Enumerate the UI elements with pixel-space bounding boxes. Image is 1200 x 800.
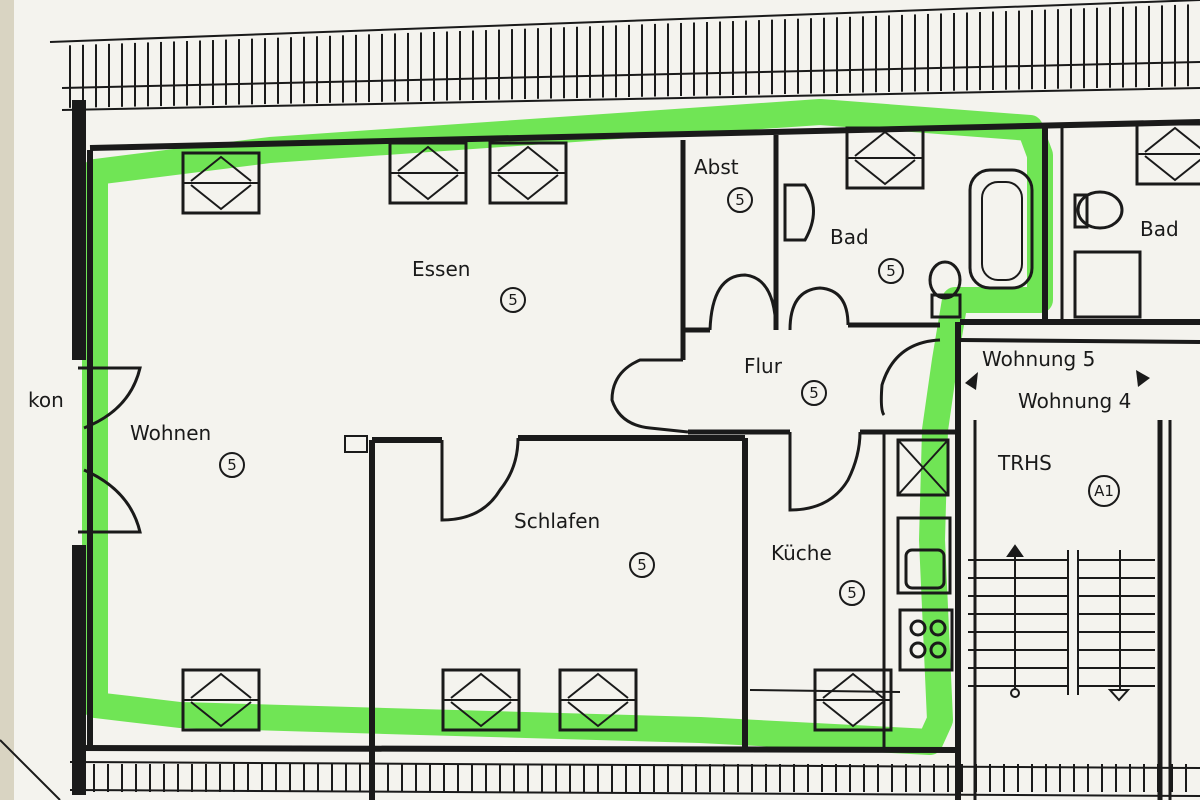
room-label-flur: Flur	[744, 354, 783, 378]
marker-kueche: 5	[839, 580, 865, 606]
arrow-wohnung-4	[1136, 370, 1150, 387]
apartment-label-wohnung-5: Wohnung 5	[982, 347, 1095, 371]
room-label-schlafen: Schlafen	[514, 509, 600, 533]
svg-text:5: 5	[508, 291, 518, 309]
marker-essen: 5	[500, 287, 526, 313]
room-label-kueche: Küche	[771, 541, 832, 565]
marker-bad: 5	[878, 258, 904, 284]
room-label-essen: Essen	[412, 257, 470, 281]
room-label-abst: Abst	[694, 155, 739, 179]
roof-hatching	[49, 0, 1200, 111]
marker-flur: 5	[801, 380, 827, 406]
bathroom-fixtures	[783, 168, 1142, 319]
neighbor-bad-label: Bad	[1140, 217, 1179, 241]
kitchen-fixtures	[896, 438, 954, 672]
apartment-label-wohnung-4: Wohnung 4	[1018, 389, 1131, 413]
room-label-trhs: TRHS	[997, 451, 1052, 475]
door-swings	[78, 273, 941, 534]
apartment-highlight	[82, 99, 1053, 755]
room-label-bad: Bad	[830, 225, 869, 249]
paper-edge	[0, 0, 14, 800]
svg-text:5: 5	[886, 262, 896, 280]
room-markers: 5 5 5 5 5 5 5 A1	[219, 187, 1120, 606]
svg-text:A1: A1	[1094, 482, 1114, 500]
marker-abst: 5	[727, 187, 753, 213]
svg-text:5: 5	[227, 456, 237, 474]
svg-text:5: 5	[735, 191, 745, 209]
svg-text:5: 5	[637, 556, 647, 574]
bottom-hatching	[0, 739, 1200, 800]
room-label-wohnen: Wohnen	[130, 421, 211, 445]
room-labels: Essen Wohnen Abst Bad Flur Schlafen Küch…	[28, 155, 1179, 565]
staircase	[968, 544, 1155, 702]
walls	[72, 100, 1200, 800]
svg-text:5: 5	[809, 384, 819, 402]
marker-trhs: A1	[1088, 475, 1120, 507]
svg-text:5: 5	[847, 584, 857, 602]
arrow-wohnung-5	[965, 372, 978, 390]
balkon-fragment-label: kon	[28, 388, 64, 412]
marker-schlafen: 5	[629, 552, 655, 578]
marker-wohnen: 5	[219, 452, 245, 478]
